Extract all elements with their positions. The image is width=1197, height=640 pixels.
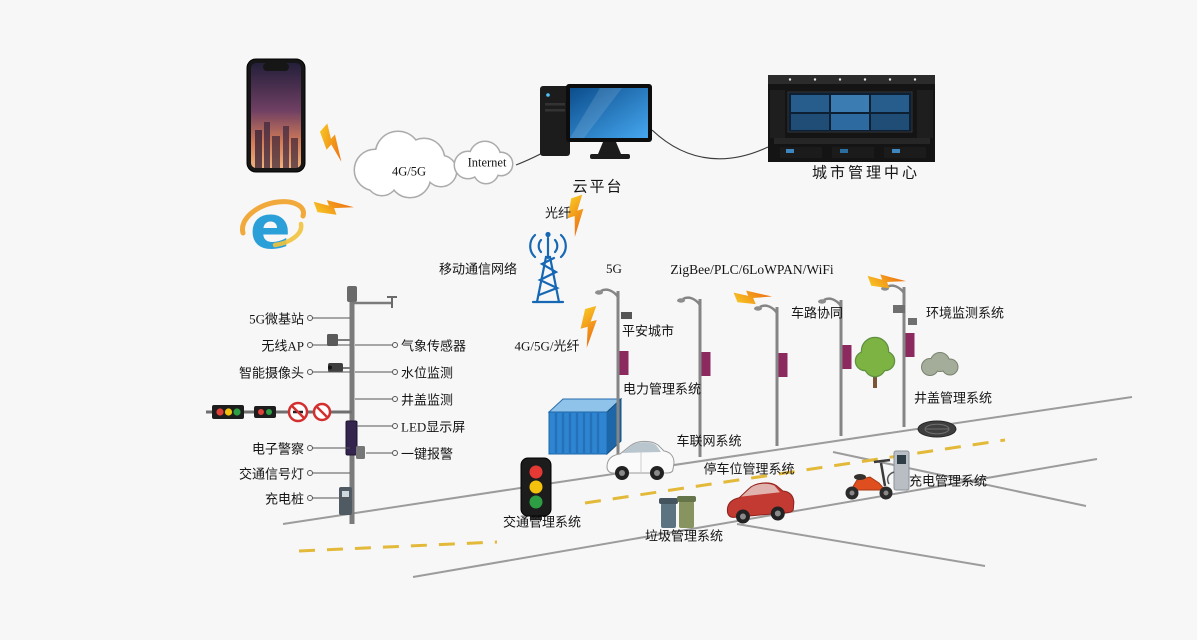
label-electronic-police: 电子警察: [251, 441, 304, 457]
label-power-mgmt: 电力管理系统: [622, 381, 702, 397]
traffic-light-icon: [520, 457, 552, 520]
label-city-mgmt-center: 城市管理中心: [811, 165, 921, 182]
cloud-platform-computer-icon: [540, 84, 652, 159]
label-safe-city: 平安城市: [621, 323, 675, 339]
street-lamp-pole-icon: [818, 297, 852, 436]
label-env-monitoring: 环境监测系统: [925, 305, 1005, 321]
bush-icon: [921, 352, 959, 376]
label-cloud-internet: Internet: [467, 155, 507, 170]
street-lamp-pole-icon: [677, 296, 711, 457]
scooter-icon: [845, 458, 893, 500]
trash-bins-icon: [659, 496, 696, 528]
label-five-g: 5G: [606, 261, 622, 276]
label-vehicle-network: 车联网系统: [676, 433, 742, 449]
smart-pole-icon: [206, 286, 397, 524]
label-water-level: 水位监测: [401, 365, 454, 381]
label-garbage-mgmt: 垃圾管理系统: [644, 528, 724, 544]
label-charging-mgmt: 充电管理系统: [908, 473, 988, 489]
label-5g-base-station: 5G微基站: [249, 311, 304, 327]
label-connectors: [307, 315, 398, 501]
charging-pile-icon: [886, 450, 910, 491]
label-traffic-mgmt: 交通管理系统: [502, 514, 582, 530]
label-cloud-4g5g: 4G/5G: [391, 164, 427, 179]
road-center-markings: [298, 438, 1006, 553]
label-led-display: LED显示屏: [401, 419, 466, 435]
label-vehicle-road-coord: 车路协同: [790, 305, 844, 321]
cloud-internet-icon: [453, 140, 514, 185]
label-access-4g5g-fiber: 4G/5G/光纤: [514, 338, 580, 354]
ie-browser-icon: e: [240, 193, 306, 263]
red-car-icon: [726, 482, 795, 524]
street-lamp-pole-icon: [754, 304, 788, 446]
manhole-icon: [917, 420, 957, 438]
label-cloud-platform: 云平台: [572, 179, 624, 196]
label-protocols: ZigBee/PLC/6LoWPAN/WiFi: [670, 262, 834, 277]
label-optical-fiber: 光纤: [544, 205, 572, 221]
street-lamp-pole-icon: [881, 284, 917, 427]
label-parking-mgmt: 停车位管理系统: [703, 461, 795, 477]
power-container-icon: [547, 397, 623, 456]
label-wireless-ap: 无线AP: [261, 338, 304, 354]
label-one-key-alarm: 一键报警: [401, 446, 454, 462]
label-charging-pile: 充电桩: [264, 491, 304, 507]
cloud-4g5g-icon: [353, 130, 458, 199]
label-weather-sensor: 气象传感器: [401, 338, 467, 354]
street-lamp-pole-icon: [595, 288, 632, 469]
white-car-icon: [606, 440, 675, 480]
label-smart-camera: 智能摄像头: [238, 365, 304, 381]
label-manhole-mgmt: 井盖管理系统: [913, 390, 993, 406]
label-mobile-comm-network: 移动通信网络: [438, 261, 518, 277]
wire-computer-to-center: [651, 129, 769, 160]
antenna-tower-icon: [529, 231, 567, 304]
city-management-center-icon: [768, 75, 935, 162]
label-manhole-monitor: 井盖监测: [401, 392, 454, 408]
label-traffic-signal: 交通信号灯: [238, 466, 304, 482]
tree-icon: [854, 336, 896, 388]
smartphone-icon: [246, 58, 306, 173]
